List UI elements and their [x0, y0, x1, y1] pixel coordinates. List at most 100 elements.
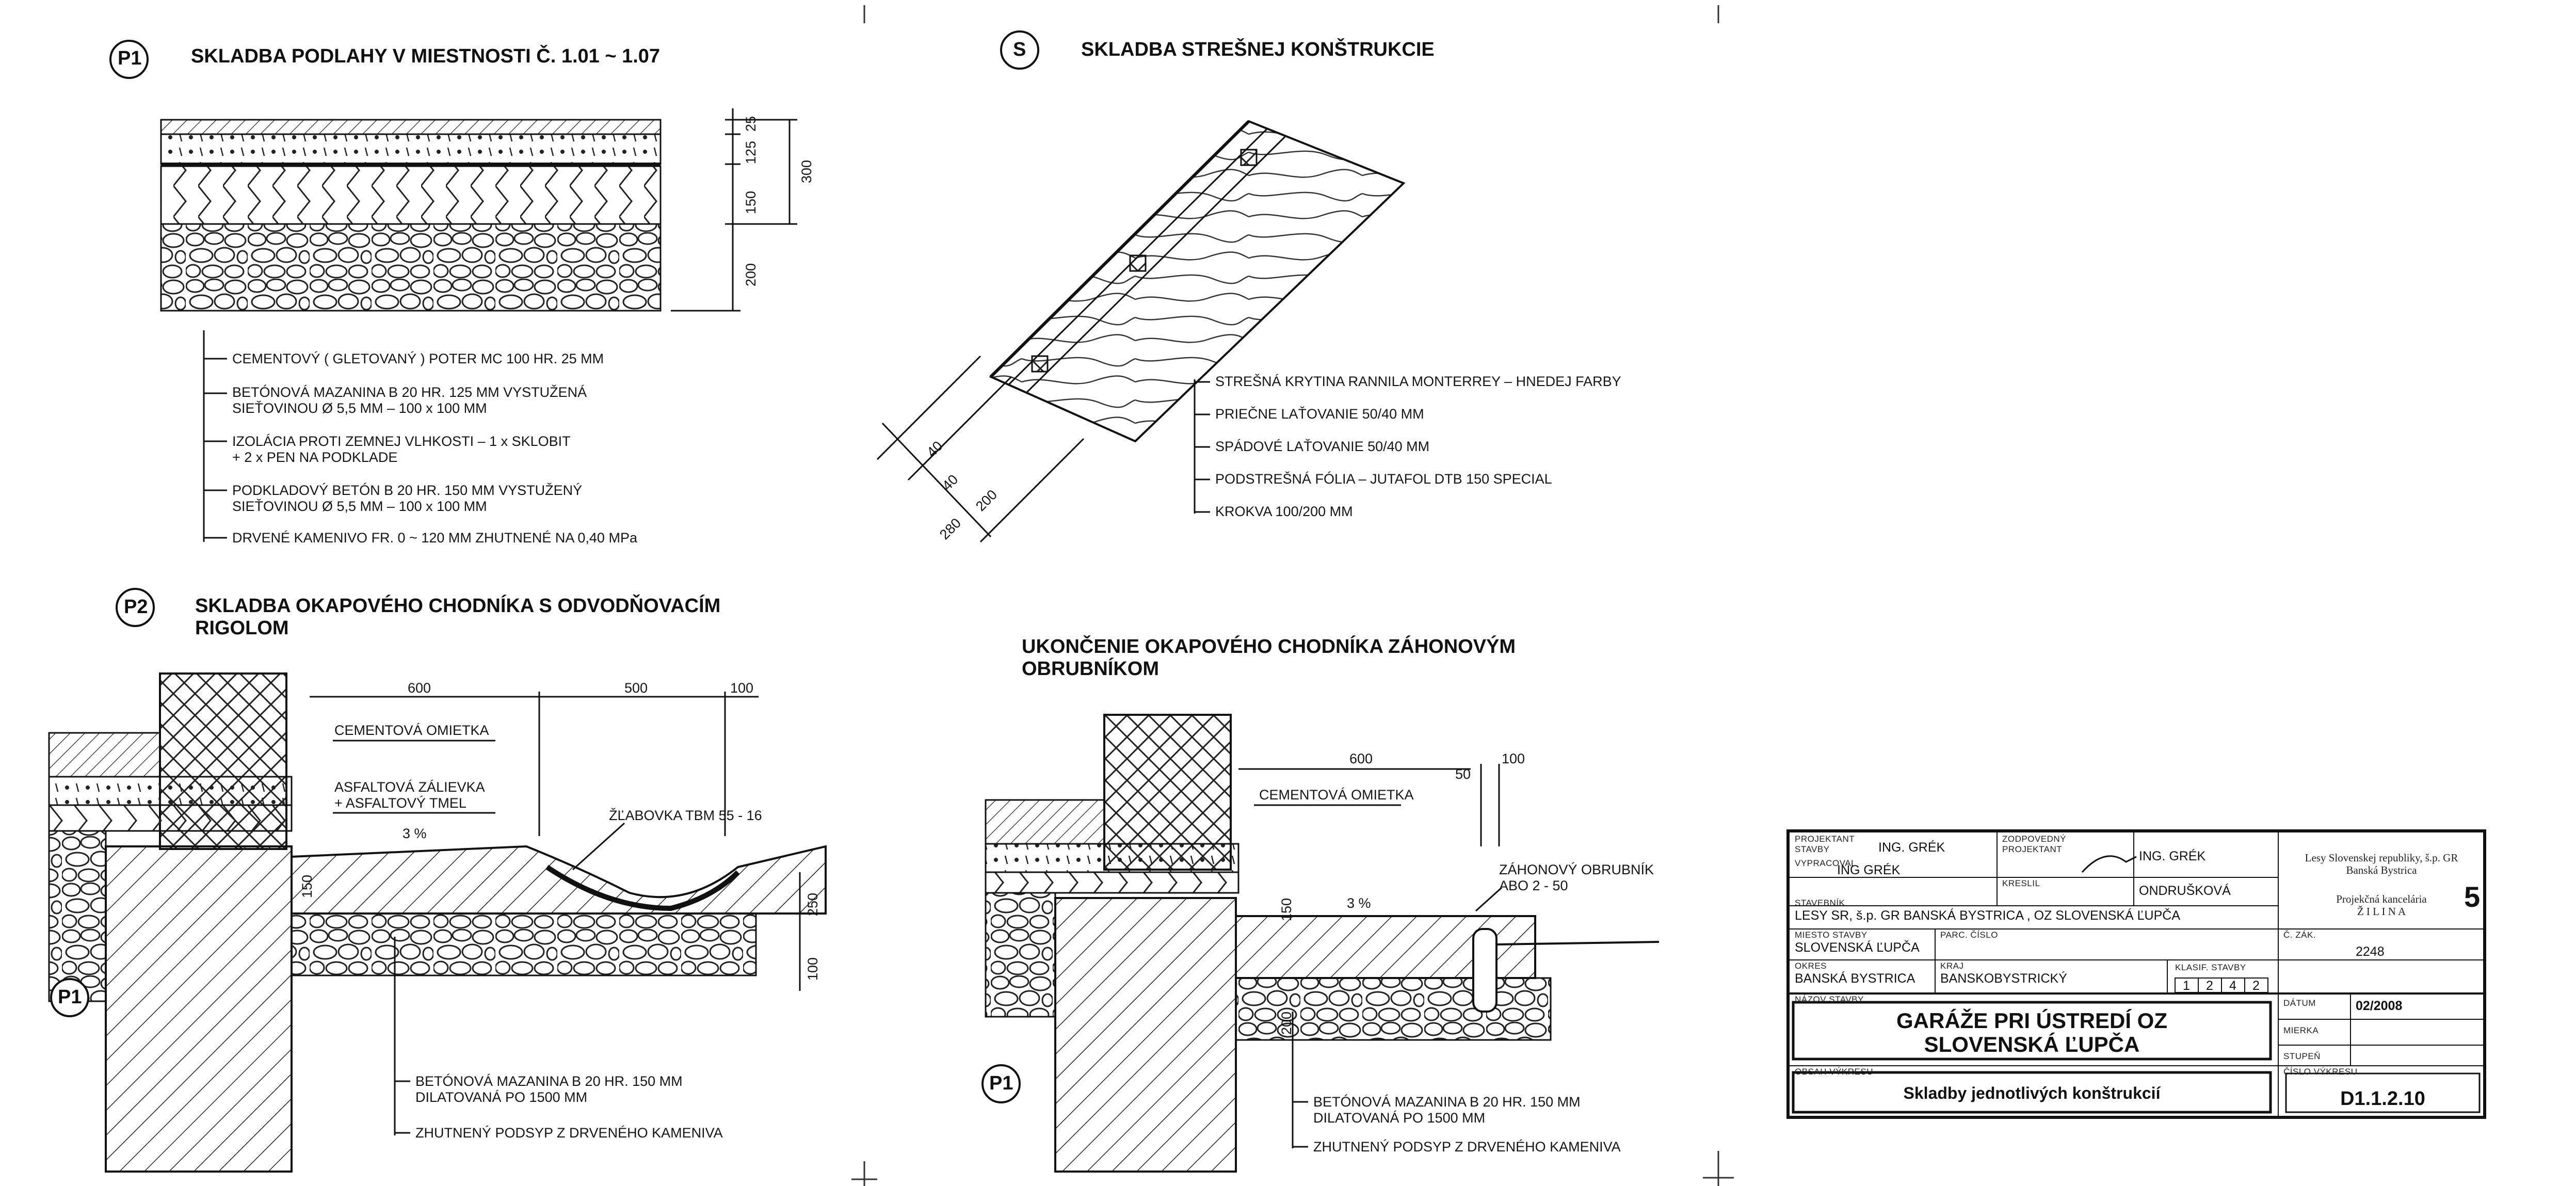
tb-cap-parc: PARC. ČÍSLO — [1940, 930, 1998, 940]
s-badge: S — [1013, 39, 1026, 60]
s-roof-section — [876, 30, 1406, 543]
p1-dim-200: 200 — [743, 263, 759, 286]
tb-cap-cislo: ČÍSLO VÝKRESU — [2283, 1067, 2358, 1077]
p1-title: SKLADBA PODLAHY V MIESTNOSTI Č. 1.01 ~ 1… — [191, 45, 661, 67]
tb-datum: 02/2008 — [2356, 999, 2403, 1013]
u-dim-200: 200 — [1279, 1011, 1294, 1035]
u-curb-section — [981, 714, 1660, 1173]
tb-cap-mierka: MIERKA — [2283, 1025, 2319, 1035]
p1-layer-3b: + 2 x PEN NA PODKLADE — [232, 450, 398, 465]
p2-dim-100: 100 — [730, 680, 754, 696]
u-dim-600: 600 — [1349, 751, 1373, 766]
p2-label-zalievka-1: ASFALTOVÁ ZÁLIEVKA — [334, 779, 485, 795]
tb-cap-zodpovedny: ZODPOVEDNÝ — [2002, 834, 2067, 844]
p1-layer-2b: SIEŤOVINOU Ø 5,5 MM – 100 x 100 MM — [232, 400, 487, 416]
tb-cap-nazov: NÁZOV STAVBY — [1795, 995, 1864, 1004]
tb-cap-projektant: PROJEKTANT — [1795, 834, 1855, 844]
p2-layer-1a: BETÓNOVÁ MAZANINA B 20 HR. 150 MM — [415, 1073, 683, 1089]
tb-cap-okres: OKRES — [1795, 961, 1827, 971]
s-layer-2: PRIEČNE LAŤOVANIE 50/40 MM — [1215, 406, 1424, 422]
p1-layer-5: DRVENÉ KAMENIVO FR. 0 ~ 120 MM ZHUTNENÉ … — [232, 530, 637, 546]
tb-cap-vypracoval: VYPRACOVAL — [1795, 858, 1857, 868]
p2-title-1: SKLADBA OKAPOVÉHO CHODNÍKA S ODVODŇOVACÍ… — [195, 595, 721, 617]
tb-vypracoval: ING GRÉK — [1837, 863, 1901, 877]
u-label-obrubnik-1: ZÁHONOVÝ OBRUBNÍK — [1499, 862, 1654, 877]
p1-layer-1: CEMENTOVÝ ( GLETOVANÝ ) POTER MC 100 HR.… — [232, 351, 604, 366]
p2-dim-150: 150 — [299, 874, 315, 898]
title-block-frame — [1786, 829, 2486, 1119]
s-layer-3: SPÁDOVÉ LAŤOVANIE 50/40 MM — [1215, 439, 1430, 454]
u-dim-50: 50 — [1455, 766, 1471, 782]
p1-layer-2a: BETÓNOVÁ MAZANINA B 20 HR. 125 MM VYSTUŽ… — [232, 384, 587, 400]
p1-dim-125: 125 — [743, 140, 759, 164]
tb-obsah: Skladby jednotlivých konštrukcií — [1903, 1084, 2161, 1102]
tb-cap-kreslil: KRESLIL — [2002, 878, 2040, 888]
u-layer-1a: BETÓNOVÁ MAZANINA B 20 HR. 150 MM — [1313, 1094, 1581, 1110]
s-layer-1: STREŠNÁ KRYTINA RANNILA MONTERREY – HNED… — [1215, 374, 1621, 389]
p1-badge: P1 — [118, 47, 142, 69]
p1-layer-4a: PODKLADOVÝ BETÓN B 20 HR. 150 MM VYSTUŽE… — [232, 483, 583, 498]
tb-cap-datum: DÁTUM — [2283, 998, 2316, 1008]
p2-dim-500: 500 — [624, 680, 648, 696]
tb-zodpovedny: ING. GRÉK — [2139, 849, 2206, 863]
tb-nazov-1: GARÁŽE PRI ÚSTREDÍ OZ — [1896, 1008, 2168, 1033]
p2-badge: P2 — [124, 596, 148, 618]
p2-ref-p1: P1 — [58, 986, 82, 1008]
tb-cap-stupen: STUPEŇ — [2283, 1051, 2321, 1061]
u-dim-100: 100 — [1502, 751, 1525, 766]
tb-kreslil: ONDRUŠKOVÁ — [2139, 884, 2231, 898]
u-layer-1b: DILATOVANÁ PO 1500 MM — [1313, 1110, 1486, 1126]
u-layer-2: ZHUTNENÝ PODSYP Z DRVENÉHO KAMENIVA — [1313, 1139, 1621, 1155]
tb-klasif-2: 2 — [2206, 979, 2213, 993]
p1-dim-300: 300 — [799, 159, 814, 183]
tb-klasif-1: 1 — [2183, 979, 2190, 993]
s-layer-4: PODSTREŠNÁ FÓLIA – JUTAFOL DTB 150 SPECI… — [1215, 471, 1552, 487]
p2-layer-2: ZHUTNENÝ PODSYP Z DRVENÉHO KAMENIVA — [415, 1125, 723, 1141]
tb-nazov-2: SLOVENSKÁ ĽUPČA — [1924, 1032, 2140, 1056]
tb-kraj: BANSKOBYSTRICKÝ — [1940, 971, 2067, 986]
p1-dim-150: 150 — [743, 190, 759, 214]
p1-layer-4b: SIEŤOVINOU Ø 5,5 MM – 100 x 100 MM — [232, 499, 487, 514]
p2-dim-100b: 100 — [805, 957, 820, 981]
u-label-omietka: CEMENTOVÁ OMIETKA — [1259, 787, 1414, 803]
tb-stamp-1: Lesy Slovenskej republiky, š.p. GR — [2305, 852, 2458, 864]
u-title-1: UKONČENIE OKAPOVÉHO CHODNÍKA ZÁHONOVÝM — [1022, 636, 1516, 658]
tb-czak: 2248 — [2356, 944, 2385, 959]
p2-label-zlabovka: ŽĽABOVKA TBM 55 - 16 — [609, 808, 762, 823]
tb-cap-klasif: KLASIF. STAVBY — [2175, 963, 2246, 972]
p2-dim-600: 600 — [408, 680, 431, 696]
p1-floor-section — [109, 40, 797, 542]
tb-stamp-4: Ž I L I N A — [2357, 905, 2406, 918]
tb-stamp-2: Banská Bystrica — [2346, 864, 2417, 876]
tb-cap-stavby: STAVBY — [1795, 844, 1830, 854]
tb-projektant: ING. GRÉK — [1878, 840, 1945, 855]
u-ref-p1: P1 — [989, 1072, 1013, 1094]
tb-cap-kraj: KRAJ — [1940, 961, 1964, 971]
tb-stamp-3: Projekčná kancelária — [2336, 893, 2427, 905]
u-title-2: OBRUBNÍKOM — [1022, 658, 1159, 680]
tb-klasif-4: 2 — [2252, 979, 2260, 993]
tb-cap-stavebnik: STAVEBNÍK — [1795, 898, 1845, 908]
p2-layer-1b: DILATOVANÁ PO 1500 MM — [415, 1089, 588, 1105]
p2-title-2: RIGOLOM — [195, 617, 289, 639]
tb-cap-zod-projektant: PROJEKTANT — [2002, 844, 2063, 854]
u-dim-150: 150 — [1279, 897, 1294, 921]
tb-cap-miesto: MIESTO STAVBY — [1795, 930, 1867, 940]
p2-sidewalk-section — [48, 588, 827, 1173]
u-label-slope: 3 % — [1347, 895, 1371, 911]
tb-cap-czak: Č. ZÁK. — [2283, 930, 2316, 940]
crop-marks — [851, 5, 1734, 1186]
tb-cap-obsah: OBSAH VÝKRESU — [1795, 1067, 1873, 1077]
tb-stavebnik: LESY SR, š.p. GR BANSKÁ BYSTRICA , OZ SL… — [1795, 908, 2181, 923]
tb-klasif-3: 4 — [2229, 979, 2236, 993]
p2-label-zalievka-2: + ASFALTOVÝ TMEL — [334, 795, 466, 811]
s-title: SKLADBA STREŠNEJ KONŠTRUKCIE — [1081, 39, 1435, 60]
p2-label-omietka: CEMENTOVÁ OMIETKA — [334, 723, 489, 738]
p2-dim-250: 250 — [805, 892, 820, 916]
u-label-obrubnik-2: ABO 2 - 50 — [1499, 878, 1568, 893]
p2-label-slope: 3 % — [403, 826, 427, 841]
tb-stamp-num: 5 — [2464, 880, 2481, 913]
p1-dim-25: 25 — [743, 116, 759, 132]
tb-okres: BANSKÁ BYSTRICA — [1795, 971, 1915, 986]
